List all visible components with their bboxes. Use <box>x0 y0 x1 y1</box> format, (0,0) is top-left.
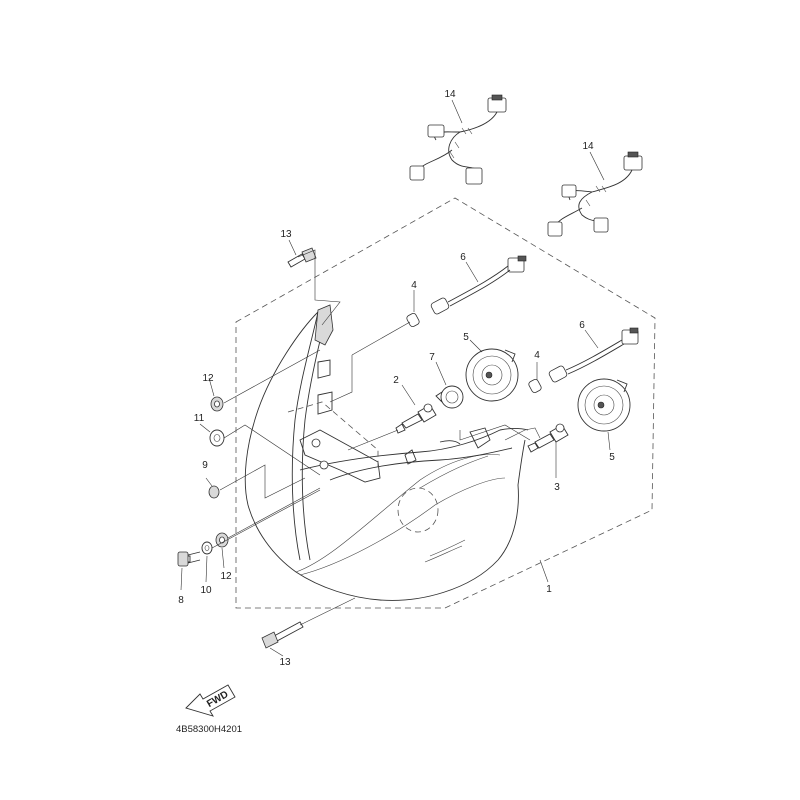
wire-harness-lower <box>547 151 643 237</box>
bulb-socket-lower <box>577 378 631 432</box>
collar-12-upper <box>210 396 224 412</box>
bolt-13-lower <box>261 621 304 649</box>
headlight-housing <box>244 304 541 601</box>
diagram-code: 4B58300H4201 <box>176 724 242 735</box>
callout-14-lower: 14 <box>582 141 594 152</box>
grommet <box>435 385 464 409</box>
wire-harness-upper <box>409 94 507 185</box>
leader-lines <box>180 99 611 657</box>
callout-3: 3 <box>554 482 560 493</box>
callout-13-upper: 13 <box>280 229 292 240</box>
washer-11 <box>209 429 225 447</box>
callout-2: 2 <box>393 375 399 386</box>
callout-1: 1 <box>546 584 552 595</box>
bulb-lower <box>527 423 569 453</box>
bulb-socket-upper <box>465 348 519 402</box>
callout-5-upper: 5 <box>463 332 469 343</box>
callout-4-upper: 4 <box>411 280 417 291</box>
callout-8: 8 <box>178 595 184 606</box>
callout-6-upper: 6 <box>460 252 466 263</box>
callout-12-lower: 12 <box>220 571 232 582</box>
bolt-8 <box>177 551 201 567</box>
bulb-upper <box>395 403 437 434</box>
socket-cap-lower <box>528 379 542 393</box>
washer-10 <box>201 541 213 555</box>
callout-9: 9 <box>202 460 208 471</box>
connection-lines <box>211 249 531 626</box>
callout-14-upper: 14 <box>444 89 456 100</box>
fwd-arrow-icon: FWD <box>185 684 236 717</box>
socket-cap-upper <box>406 313 420 327</box>
bulb-cord-lower <box>548 327 639 383</box>
collar-12-lower <box>215 532 229 548</box>
bolt-13-upper <box>287 247 317 268</box>
assembly-outline <box>235 197 656 609</box>
callout-4-lower: 4 <box>534 350 540 361</box>
callout-12-upper: 12 <box>202 373 214 384</box>
callout-13-lower: 13 <box>279 657 291 668</box>
nut-9 <box>208 485 220 499</box>
callout-6-lower: 6 <box>579 320 585 331</box>
callout-11: 11 <box>194 413 205 424</box>
callout-10: 10 <box>200 585 212 596</box>
callout-7: 7 <box>429 352 435 363</box>
bulb-cord-upper <box>430 255 527 315</box>
callout-5-lower: 5 <box>609 452 615 463</box>
